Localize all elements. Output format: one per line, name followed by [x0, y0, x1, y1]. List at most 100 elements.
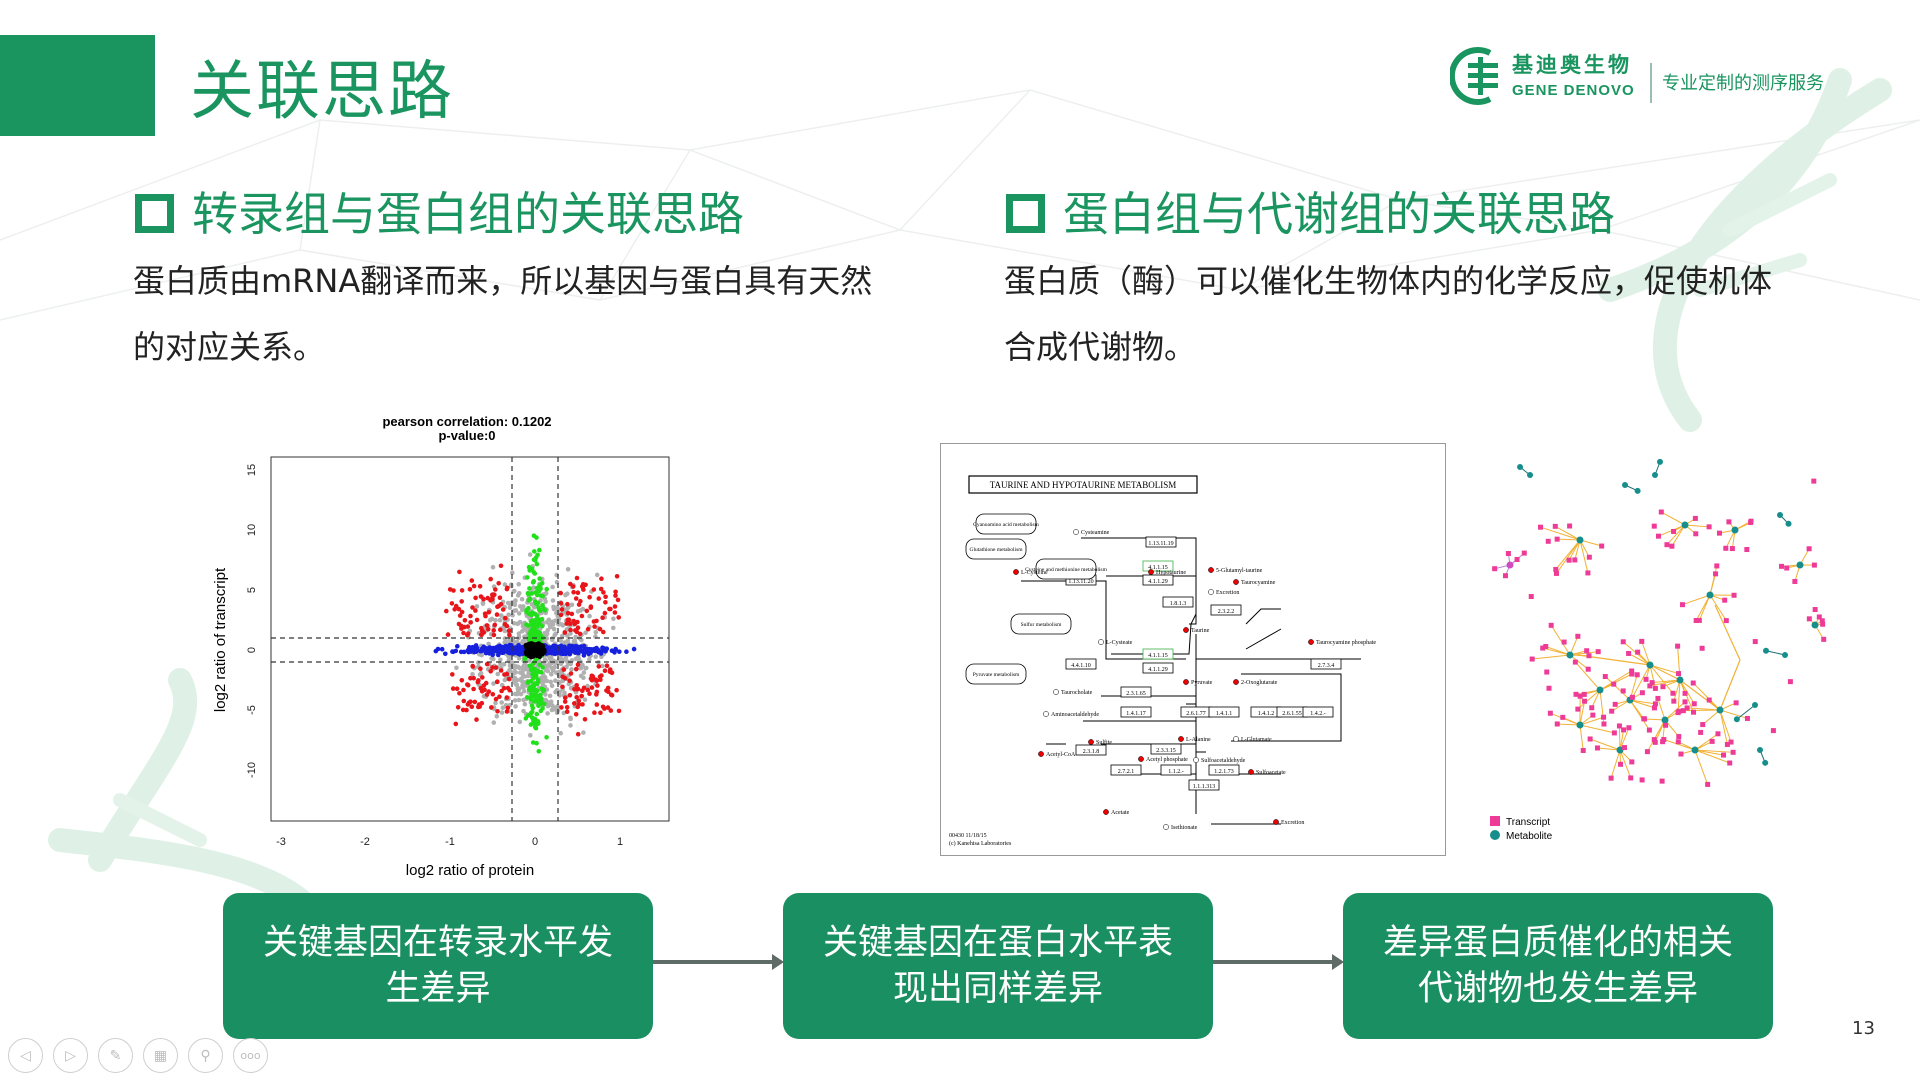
scatter-point: [567, 693, 573, 698]
scatter-point: [584, 608, 590, 614]
network-edge: [1719, 709, 1748, 719]
transcript-node: [1806, 546, 1812, 552]
scatter-point: [528, 733, 533, 738]
transcript-node: [1724, 741, 1730, 747]
enzyme-box: [1210, 604, 1242, 616]
scatter-point: [559, 705, 564, 710]
scatter-point: [575, 662, 581, 667]
scatter-points: [433, 533, 637, 754]
transcript-node: [1675, 739, 1681, 745]
scatter-point: [598, 586, 604, 592]
scatter-point: [498, 602, 504, 607]
scatter-y-axis-label: log2 ratio of transcript: [212, 567, 229, 712]
transcript-node: [1671, 528, 1677, 534]
scatter-point: [590, 674, 596, 679]
scatter-point: [453, 648, 459, 654]
scatter-point: [555, 606, 560, 611]
scatter-point: [607, 668, 613, 674]
compound-node: [1193, 757, 1199, 763]
more-icon[interactable]: ooo: [233, 1038, 268, 1073]
transcript-node: [1543, 643, 1549, 649]
scatter-point: [532, 611, 538, 617]
metabolite-node: [1731, 526, 1739, 534]
scatter-point: [553, 618, 558, 623]
scatter-point: [538, 633, 544, 639]
scatter-point: [491, 656, 496, 662]
compound-label: Excretion: [1281, 820, 1304, 826]
scatter-point: [528, 636, 533, 641]
scatter-point: [609, 693, 615, 698]
scatter-point: [461, 630, 466, 636]
left-section-body: 蛋白质由mRNA翻译而来，所以基因与蛋白具有天然的对应关系。: [133, 262, 873, 366]
scatter-point: [545, 711, 550, 716]
transcript-node: [1652, 701, 1658, 707]
scatter-title-line1: pearson correlation: 0.1202: [382, 414, 551, 429]
transcript-node: [1609, 708, 1615, 714]
network-edge: [1619, 749, 1632, 779]
scatter-point: [615, 597, 621, 603]
scatter-point: [594, 572, 600, 578]
prev-icon[interactable]: ◁: [8, 1038, 43, 1073]
enzyme-label: 1.1.1.313: [1193, 784, 1216, 790]
transcript-node: [1492, 566, 1498, 572]
scatter-point: [512, 698, 518, 703]
pen-icon[interactable]: ✎: [98, 1038, 133, 1073]
scatter-point: [456, 606, 462, 612]
transcript-node: [1696, 617, 1702, 623]
network-edge: [1677, 679, 1681, 713]
transcript-node: [1729, 546, 1735, 552]
scatter-point: [537, 576, 542, 581]
scatter-point: [536, 605, 541, 610]
network-edge: [1629, 699, 1650, 731]
compound-label: Taurocyamine: [1241, 580, 1276, 586]
enzyme-box: [1145, 536, 1177, 548]
compound-label: Taurocholate: [1061, 690, 1093, 696]
scatter-point: [594, 678, 600, 683]
scatter-point: [513, 691, 518, 697]
scatter-point: [537, 617, 542, 623]
enzyme-label: 2.3.1.8: [1083, 749, 1100, 755]
legend-transcript-label: Transcript: [1506, 817, 1550, 828]
scatter-point: [534, 688, 540, 694]
network-edge: [1597, 747, 1621, 751]
scatter-point: [468, 613, 473, 619]
grid-icon[interactable]: ▦: [143, 1038, 178, 1073]
transcript-node: [1744, 547, 1750, 553]
transcript-node: [1644, 749, 1650, 755]
scatter-point: [560, 684, 565, 690]
scatter-point: [603, 600, 608, 605]
scatter-point: [596, 596, 602, 601]
transcript-node: [1582, 698, 1588, 704]
network-edge: [1714, 604, 1741, 661]
scatter-point: [558, 601, 564, 606]
transcript-node: [1577, 693, 1583, 699]
enzyme-label: 2.3.1.65: [1126, 691, 1146, 697]
network-edge: [1579, 716, 1604, 726]
scatter-point: [505, 685, 511, 691]
scatter-point: [497, 694, 502, 699]
scatter-point: [498, 668, 504, 673]
enzyme-box: [1120, 686, 1152, 698]
transcript-node: [1634, 672, 1640, 678]
network-edge: [1679, 679, 1694, 713]
scatter-point: [532, 724, 538, 730]
scatter-point: [548, 654, 554, 660]
scatter-point: [532, 649, 537, 655]
scatter-point: [605, 705, 611, 710]
scatter-point: [510, 570, 515, 575]
zoom-icon[interactable]: ⚲: [188, 1038, 223, 1073]
scatter-point: [479, 632, 484, 637]
scatter-point: [473, 608, 478, 613]
next-icon[interactable]: ▷: [53, 1038, 88, 1073]
scatter-point: [525, 680, 531, 685]
scatter-point: [551, 606, 557, 612]
scatter-point: [521, 604, 526, 609]
scatter-point: [550, 622, 556, 627]
scatter-point: [457, 691, 462, 696]
scatter-point: [591, 587, 597, 592]
scatter-point: [572, 646, 577, 651]
flow-step-protein: 关键基因在蛋白水平表现出同样差异: [783, 893, 1213, 1039]
scatter-point: [490, 665, 495, 670]
scatter-x-axis-label: log2 ratio of protein: [406, 862, 534, 879]
